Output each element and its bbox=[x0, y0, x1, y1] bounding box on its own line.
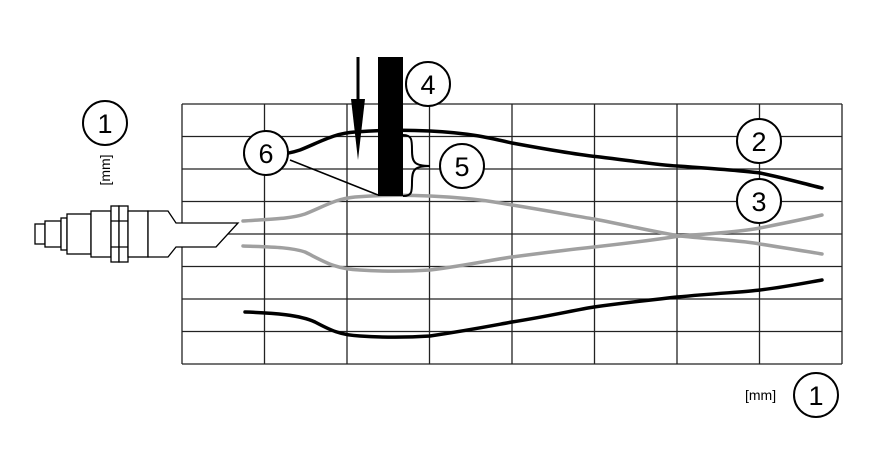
switch-point-leader bbox=[289, 159, 379, 196]
inductive-sensor-icon bbox=[34, 205, 240, 263]
approach-arrow-icon bbox=[351, 57, 365, 160]
inner-curve-upper bbox=[241, 193, 824, 256]
callout-inner-curve: 3 bbox=[736, 178, 782, 224]
callout-label: 2 bbox=[751, 127, 766, 157]
unit-label-vertical: [mm] bbox=[97, 154, 113, 185]
callout-switch-points: 6 bbox=[243, 130, 289, 176]
callout-axis-y: 1 bbox=[82, 100, 128, 146]
callout-axis-x: 1 bbox=[793, 372, 839, 418]
callout-label: 1 bbox=[808, 381, 823, 411]
callout-label: 1 bbox=[97, 109, 112, 139]
outer-curve-top bbox=[243, 128, 824, 190]
callout-hysteresis: 5 bbox=[439, 143, 485, 189]
callout-label: 4 bbox=[420, 70, 435, 100]
outer-curve-bottom bbox=[243, 278, 824, 339]
grid bbox=[181, 103, 843, 365]
callout-label: 3 bbox=[751, 187, 766, 217]
inner-curve-lower bbox=[241, 213, 824, 273]
hysteresis-brace bbox=[402, 134, 431, 197]
callout-label: 5 bbox=[454, 152, 469, 182]
target-bar bbox=[378, 57, 403, 196]
callout-outer-curve: 2 bbox=[736, 118, 782, 164]
callout-target: 4 bbox=[405, 61, 451, 107]
callout-label: 6 bbox=[258, 139, 273, 169]
unit-label-horizontal: [mm] bbox=[745, 387, 776, 403]
